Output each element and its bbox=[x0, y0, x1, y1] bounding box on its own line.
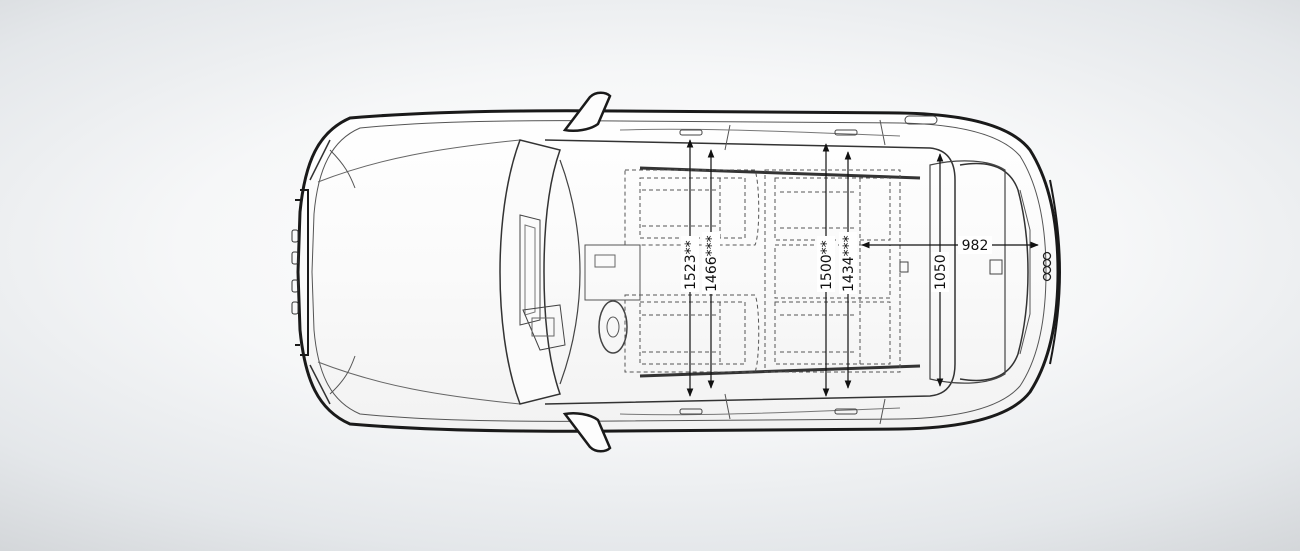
mirror-top bbox=[562, 91, 612, 132]
dimension-labels: 1523** 1466*** 1500** 1434*** 1050 982 bbox=[681, 232, 992, 294]
rear-seats bbox=[764, 169, 901, 373]
center-console bbox=[584, 244, 641, 301]
mirror-bottom bbox=[562, 412, 612, 453]
label-cargo-length: 982 bbox=[962, 238, 989, 254]
rear-window bbox=[959, 162, 1029, 382]
steering-wheel bbox=[598, 300, 628, 354]
label-cargo-width: 1050 bbox=[933, 254, 949, 290]
front-sensors bbox=[291, 229, 299, 315]
cabin-outline bbox=[544, 139, 956, 405]
front-grille bbox=[300, 189, 309, 356]
windshield bbox=[499, 139, 561, 405]
rear-logo bbox=[1042, 251, 1052, 282]
label-rear-shoulder: 1500** bbox=[819, 240, 835, 290]
body-inner-line bbox=[311, 120, 1047, 422]
body-outline bbox=[296, 109, 1060, 433]
label-rear-elbow: 1434*** bbox=[841, 235, 857, 292]
hood-line-top bbox=[317, 139, 521, 183]
fuel-cap bbox=[904, 115, 938, 125]
label-front-elbow: 1466*** bbox=[704, 235, 720, 292]
door-handle bbox=[679, 129, 703, 136]
label-front-shoulder: 1523** bbox=[683, 240, 699, 290]
cargo-floor bbox=[929, 160, 1006, 384]
dashboard bbox=[559, 159, 581, 385]
hood-line-bottom bbox=[317, 361, 521, 405]
